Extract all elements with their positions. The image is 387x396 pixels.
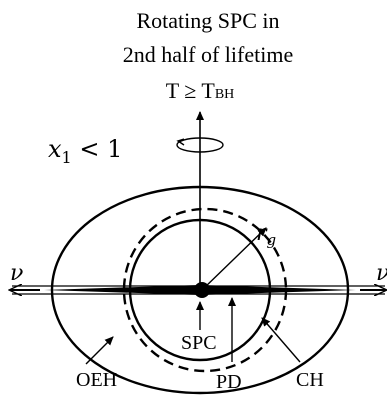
ch-pointer-line <box>261 317 301 363</box>
title-temperature-relation: T ≥ T <box>166 78 216 103</box>
pd-label: PD <box>216 371 242 393</box>
rotation-indicator-icon <box>176 137 224 153</box>
radius-line <box>201 227 267 291</box>
title-line-2: 2nd half of lifetime <box>123 42 293 67</box>
title-temperature-subscript: BH <box>215 87 234 102</box>
condition-relation: < 1 <box>72 135 123 163</box>
rotation-direction-icon <box>176 138 185 146</box>
condition-subscript: 1 <box>62 148 72 167</box>
nu-right-label: ν <box>376 261 387 286</box>
condition-label: x1 < 1 <box>48 135 122 167</box>
condition-variable: x <box>48 135 62 163</box>
radius-subscript: g <box>267 231 277 249</box>
oeh-pointer-line <box>85 336 114 365</box>
title-line-1: Rotating SPC in <box>136 8 279 33</box>
ch-label: CH <box>296 369 324 391</box>
nu-left-label: ν <box>10 261 23 286</box>
oeh-label: OEH <box>76 369 117 391</box>
radius-label: rg <box>256 221 276 249</box>
spc-label: SPC <box>181 332 217 354</box>
title-line-3: T ≥ TBH <box>166 78 235 103</box>
radius-symbol: r <box>256 221 268 246</box>
